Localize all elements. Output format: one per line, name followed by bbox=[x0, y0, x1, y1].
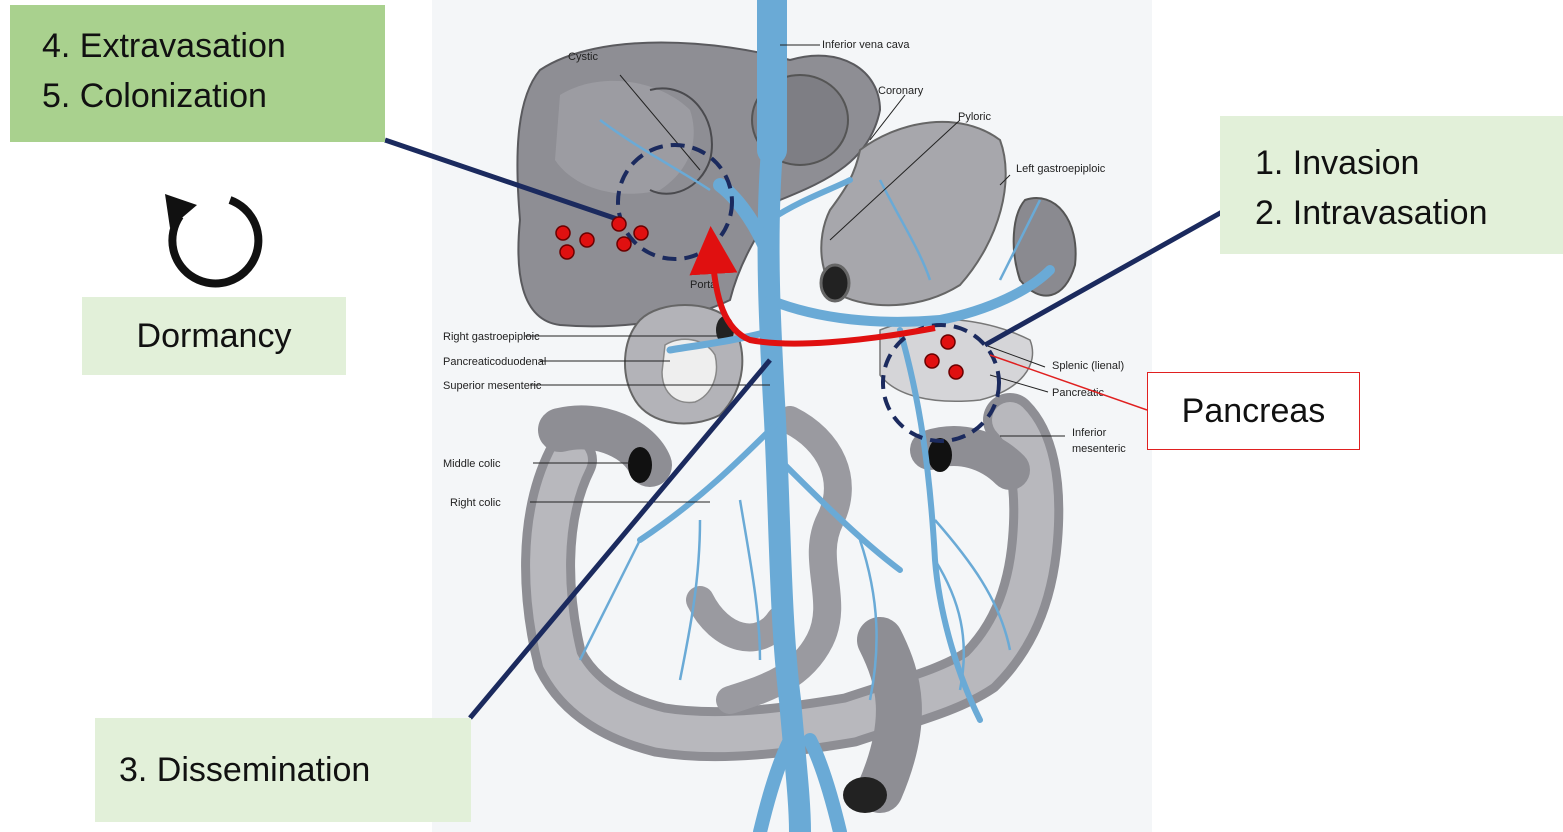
dormancy-box: Dormancy bbox=[82, 297, 346, 375]
descending-colon-lumen bbox=[928, 438, 952, 472]
step-extravasation: 4. Extravasation bbox=[42, 21, 385, 71]
label-splenic: Splenic (lienal) bbox=[1052, 360, 1124, 372]
label-pyloric: Pyloric bbox=[958, 111, 992, 123]
invasion-intravasation-box: 1. Invasion 2. Intravasation bbox=[1220, 116, 1563, 254]
pancreas-callout-box: Pancreas bbox=[1147, 372, 1360, 450]
rectum-end bbox=[843, 777, 887, 813]
label-left-gastroepiploic: Left gastroepiploic bbox=[1016, 163, 1106, 175]
middle-colic-lumen bbox=[628, 447, 652, 483]
extravasation-colonization-box: 4. Extravasation 5. Colonization bbox=[10, 5, 385, 142]
step-colonization: 5. Colonization bbox=[42, 71, 385, 121]
dissemination-box: 3. Dissemination bbox=[95, 718, 471, 822]
step-intravasation: 2. Intravasation bbox=[1255, 188, 1563, 238]
dormancy-cycle-icon bbox=[165, 194, 258, 283]
label-right-gastroepiploic: Right gastroepiploic bbox=[443, 331, 540, 343]
label-cystic: Cystic bbox=[568, 51, 598, 63]
label-middle-colic: Middle colic bbox=[443, 458, 501, 470]
duodenum bbox=[625, 305, 742, 423]
label-inferior-mesenteric-line2: mesenteric bbox=[1072, 443, 1126, 455]
label-superior-mesenteric: Superior mesenteric bbox=[443, 380, 542, 392]
step-invasion: 1. Invasion bbox=[1255, 138, 1563, 188]
label-coronary: Coronary bbox=[878, 85, 924, 97]
label-inferior-mesenteric-line1: Inferior bbox=[1072, 427, 1107, 439]
label-pancreaticoduodenal: Pancreaticoduodenal bbox=[443, 356, 546, 368]
label-right-colic: Right colic bbox=[450, 497, 501, 509]
label-inferior-vena-cava: Inferior vena cava bbox=[822, 39, 910, 51]
